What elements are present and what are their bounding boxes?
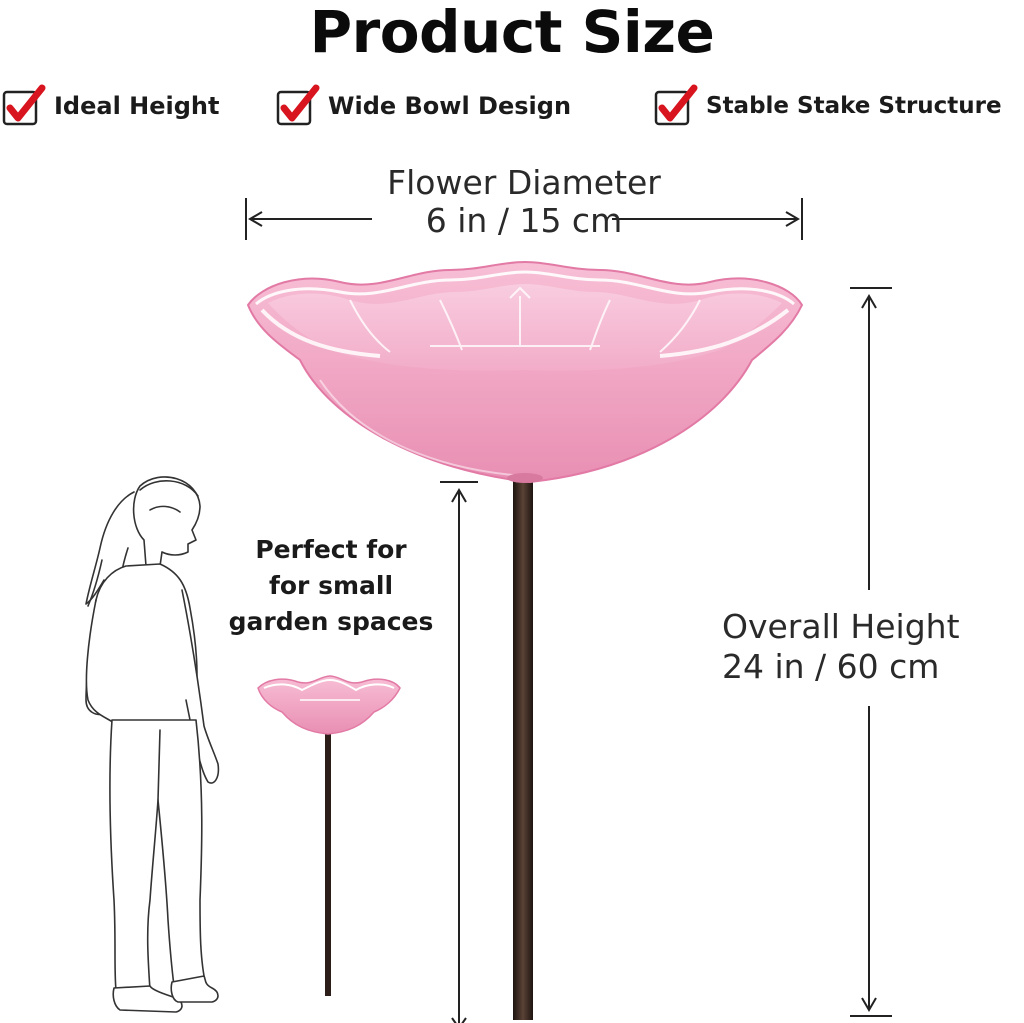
overall-height-label: Overall Height <box>722 607 960 646</box>
small-scale-bowl <box>257 675 401 996</box>
feature-label: Stable Stake Structure <box>706 93 1002 119</box>
feature-label: Ideal Height <box>54 92 220 120</box>
overall-height-value: 24 in / 60 cm <box>722 647 940 686</box>
feature-label: Wide Bowl Design <box>328 92 572 120</box>
stake-height-dimension-line <box>440 481 478 1023</box>
diameter-label: Flower Diameter <box>387 163 661 202</box>
checkbox-checked-icon <box>654 84 698 126</box>
diameter-value: 6 in / 15 cm <box>425 201 623 240</box>
checkbox-checked-icon <box>276 84 320 126</box>
feature-ideal-height: Ideal Height <box>2 84 220 128</box>
diameter-dimension-line <box>245 198 803 240</box>
small-garden-callout: Perfect for for small garden spaces <box>196 532 466 640</box>
page-title: Product Size <box>309 0 715 66</box>
large-pink-bowl <box>246 260 804 484</box>
woman-silhouette <box>85 476 220 1013</box>
large-stake <box>513 478 533 1020</box>
checkbox-checked-icon <box>2 84 46 126</box>
callout-line: garden spaces <box>228 607 434 636</box>
feature-wide-bowl-design: Wide Bowl Design <box>276 84 571 128</box>
feature-stable-stake-structure: Stable Stake Structure <box>654 84 1002 128</box>
callout-line: for small <box>268 571 394 600</box>
callout-line: Perfect for <box>255 535 407 564</box>
overall-height-dimension-line <box>850 287 892 1017</box>
